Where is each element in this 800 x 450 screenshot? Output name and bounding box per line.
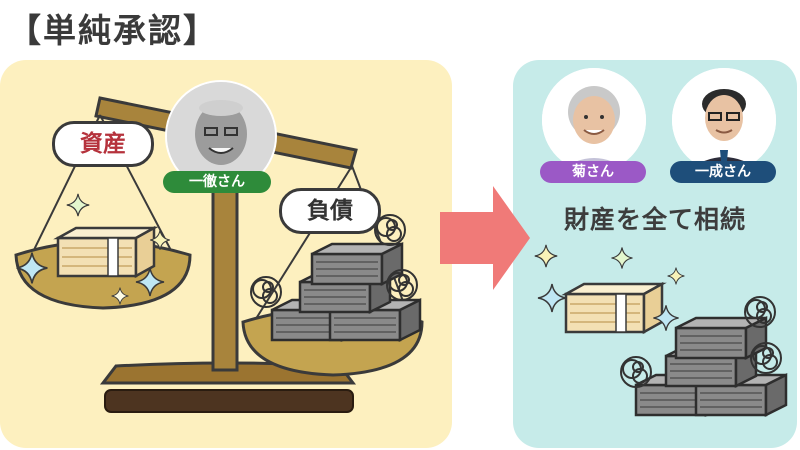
heir-name-tag-kiku: 菊さん — [540, 161, 646, 183]
heir-avatar-kiku — [542, 68, 646, 172]
deceased-name-tag: 一徹さん — [163, 171, 271, 193]
debt-label: 負債 — [279, 188, 381, 234]
page-title: 【単純承認】 — [8, 11, 218, 50]
money-bundle-icon — [56, 226, 156, 278]
money-bundle-icon — [564, 282, 664, 334]
heir-avatar-kazunari — [672, 68, 776, 172]
heir-name-tag-kazunari: 一成さん — [670, 161, 776, 183]
result-text: 財産を全て相続 — [563, 205, 746, 234]
asset-label: 資産 — [52, 121, 154, 167]
right-arrow-icon — [440, 186, 530, 290]
